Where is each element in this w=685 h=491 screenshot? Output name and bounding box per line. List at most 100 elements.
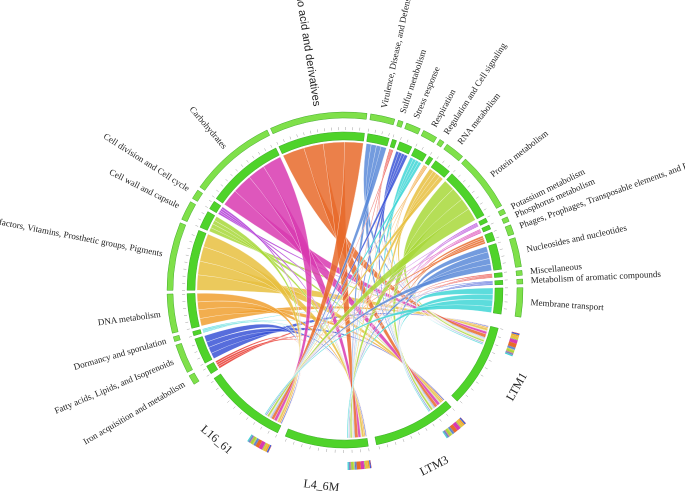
sample-composition-segment	[360, 460, 365, 470]
chord	[266, 231, 482, 416]
tick	[497, 241, 501, 244]
sample-composition-segment	[448, 427, 454, 434]
tick	[275, 434, 277, 438]
sample-composition-segment	[507, 347, 515, 351]
sample-composition-segment	[505, 352, 513, 356]
sample-composition-segment	[505, 352, 513, 356]
tick	[501, 255, 505, 257]
sample-composition-segment	[507, 346, 516, 350]
tick	[386, 444, 389, 448]
tick	[480, 374, 484, 377]
tick	[187, 247, 191, 250]
function-sector-arc	[494, 279, 504, 286]
chord	[269, 166, 428, 418]
tick	[476, 196, 479, 199]
tick	[208, 199, 212, 202]
function-outer-ring	[420, 130, 438, 143]
sample-label: LTM1	[503, 370, 530, 403]
function-sector-arc	[488, 243, 502, 271]
chord	[270, 146, 387, 419]
sample-composition-segment	[510, 337, 519, 341]
function-sector-arc	[209, 201, 222, 214]
sample-composition-segment	[509, 338, 518, 344]
sample-composition-segment	[460, 417, 467, 424]
tick	[253, 422, 256, 425]
sample-composition-segment	[447, 427, 454, 435]
sample-composition-segment	[443, 431, 449, 438]
function-sector-arc	[430, 160, 450, 178]
tick	[317, 129, 319, 133]
function-outer-ring	[199, 129, 270, 191]
sample-composition-segment	[444, 429, 450, 437]
sample-composition-segment	[258, 440, 266, 450]
tick	[246, 159, 249, 163]
sample-composition-segment	[444, 429, 450, 437]
tick	[240, 164, 244, 167]
tick	[410, 435, 413, 439]
tick	[378, 446, 380, 450]
tick	[381, 131, 383, 135]
function-label: Carbohydrates	[188, 104, 230, 151]
chord	[265, 264, 492, 416]
function-outer-ring	[369, 113, 396, 126]
chord	[265, 283, 494, 416]
sample-label: LTM3	[417, 452, 450, 478]
tick	[415, 143, 418, 147]
sample-sector-arc	[284, 428, 369, 449]
tick	[227, 400, 230, 403]
sample-composition-segment	[363, 460, 366, 469]
sample-composition-segment	[265, 444, 271, 453]
tick	[216, 189, 219, 192]
tick	[492, 352, 496, 354]
tick	[197, 357, 201, 360]
tick	[185, 254, 189, 256]
function-sector-arc	[192, 329, 202, 337]
tick	[442, 160, 445, 164]
function-outer-ring	[175, 343, 193, 373]
chord	[266, 208, 476, 418]
tick	[211, 195, 215, 198]
tick	[206, 374, 210, 377]
sample-composition-segment	[504, 352, 513, 357]
sample-sector-arc	[374, 400, 452, 446]
function-outer-ring	[166, 222, 187, 291]
tick	[425, 428, 428, 431]
chord	[202, 320, 301, 424]
sample-composition-segment	[354, 461, 356, 470]
sample-composition-segment	[249, 436, 255, 443]
sample-composition-segment	[510, 334, 519, 340]
function-outer-ring	[516, 278, 524, 285]
tick	[296, 134, 298, 138]
tick	[394, 441, 397, 445]
tick	[225, 178, 228, 182]
sample-composition-segment	[255, 439, 263, 448]
tick	[301, 444, 303, 448]
tick	[310, 130, 312, 134]
sample-composition-segment	[447, 427, 453, 435]
tick	[189, 241, 193, 243]
sample-composition-segment	[248, 435, 253, 442]
chord	[196, 293, 301, 424]
tick	[258, 151, 261, 155]
sample-composition-segment	[443, 431, 448, 438]
tick	[205, 205, 208, 208]
sample-composition-segment	[248, 435, 254, 443]
function-outer-ring	[436, 139, 445, 148]
sample-composition-segment	[261, 442, 266, 450]
chord	[221, 206, 302, 422]
function-sector-arc	[411, 148, 427, 162]
tick	[186, 328, 190, 330]
sample-composition-segment	[267, 445, 272, 453]
tick	[400, 137, 402, 140]
function-label: Amino acid and derivatives	[290, 0, 322, 108]
function-outer-ring	[497, 208, 506, 217]
sample-composition-segment	[507, 346, 516, 349]
tick	[490, 222, 494, 225]
sample-composition-segment	[369, 460, 372, 469]
chord	[215, 336, 303, 425]
sample-composition-segment	[455, 421, 462, 428]
sample-composition-segment	[459, 417, 466, 425]
tick	[421, 146, 424, 150]
function-label: Membrane transport	[530, 297, 604, 312]
function-outer-ring	[396, 119, 404, 128]
